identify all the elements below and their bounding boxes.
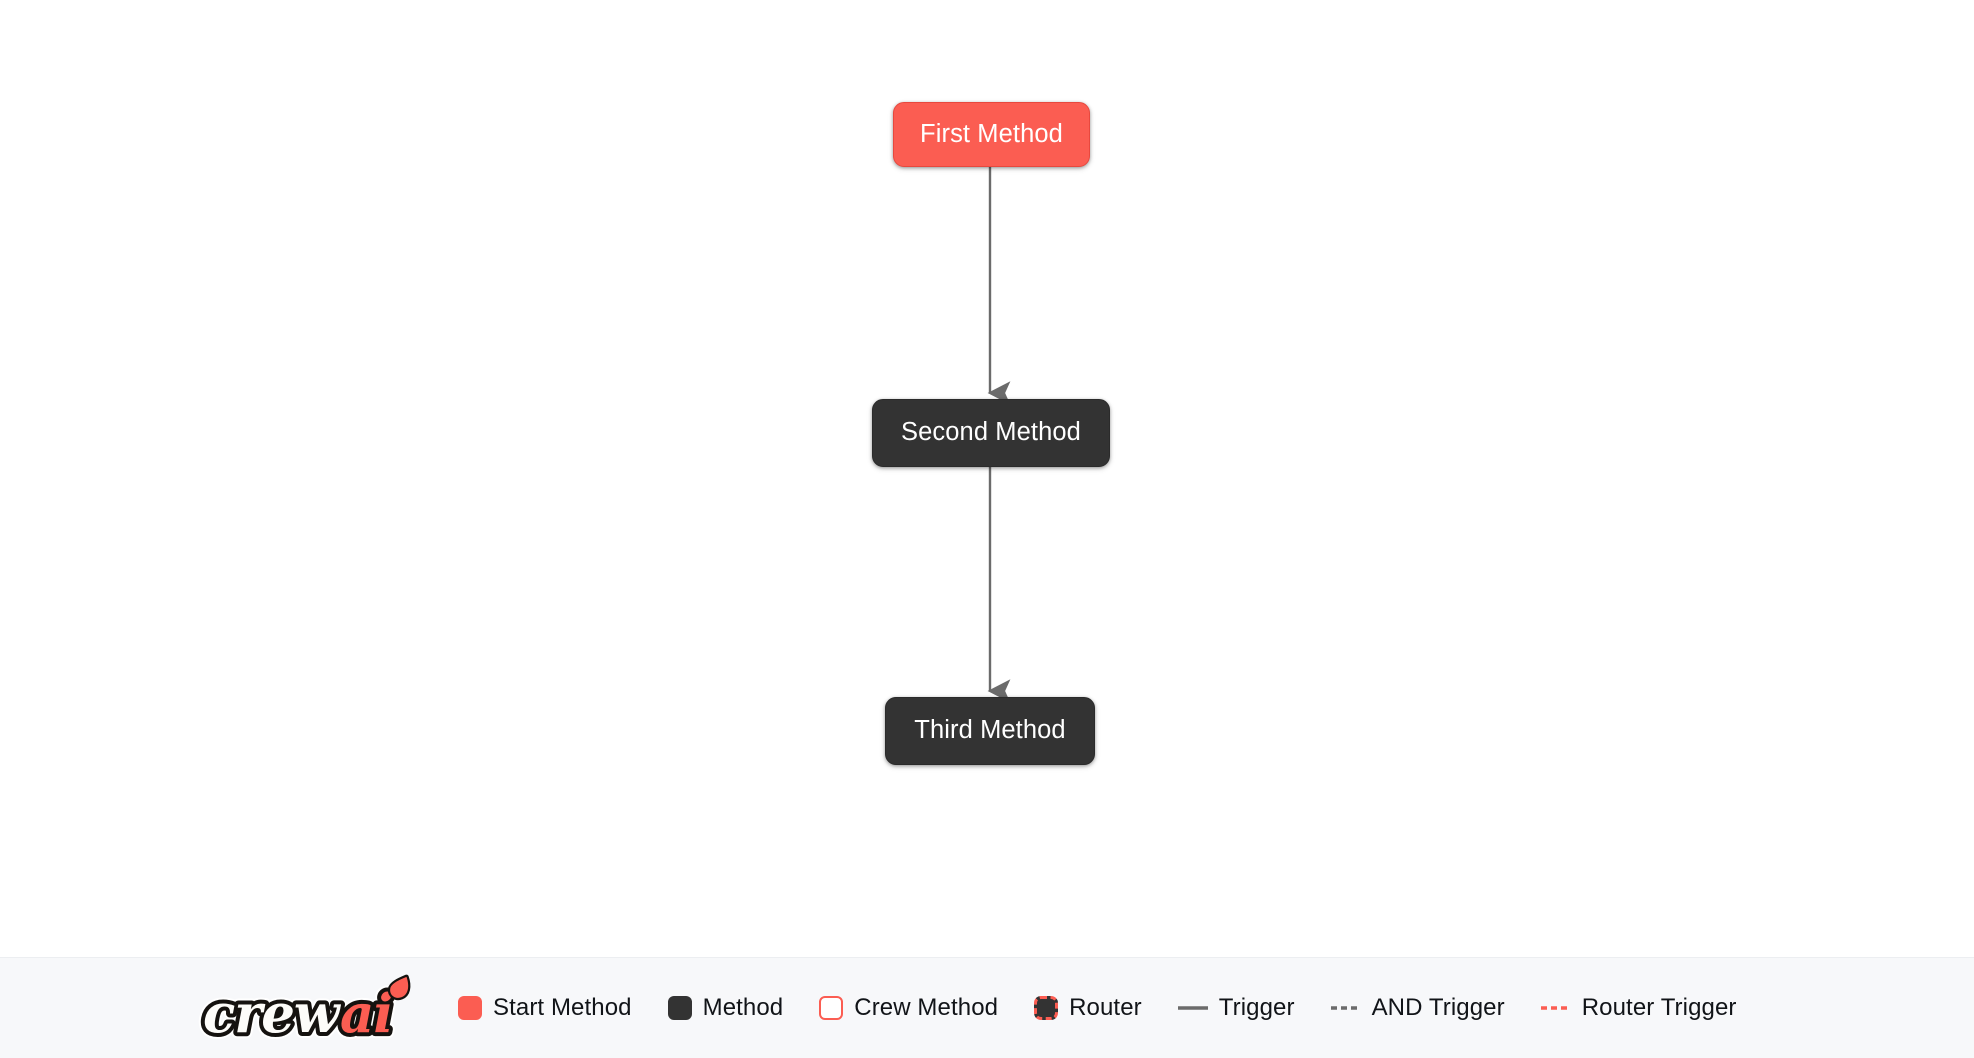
flow-node-third-method[interactable]: Third Method xyxy=(885,697,1095,765)
legend-label: Router xyxy=(1069,994,1142,1021)
legend-label: Router Trigger xyxy=(1581,994,1737,1021)
router-trigger-line-icon xyxy=(1540,1006,1571,1010)
router-swatch-icon xyxy=(1034,996,1059,1020)
svg-text:crew: crew xyxy=(203,983,342,1045)
method-swatch-icon xyxy=(667,996,692,1020)
legend-label: Start Method xyxy=(493,994,632,1021)
legend-label: AND Trigger xyxy=(1371,994,1505,1021)
legend-start-method: Start Method xyxy=(458,996,632,1020)
flow-node-label: Third Method xyxy=(914,716,1066,745)
legend-method: Method xyxy=(667,994,784,1021)
legend-items: Start Method Method Crew Method Router T… xyxy=(458,958,1737,1058)
trigger-line-icon xyxy=(1177,1006,1208,1010)
legend-label: Crew Method xyxy=(854,994,999,1021)
legend-bar: crew ai crew ai crew ai Start Method xyxy=(0,957,1974,1058)
svg-text:crew: crew xyxy=(203,983,342,1045)
flow-node-first-method[interactable]: First Method xyxy=(893,102,1090,167)
legend-trigger: Trigger xyxy=(1177,994,1295,1021)
flow-node-label: Second Method xyxy=(901,418,1081,447)
legend-crew-method: Crew Method xyxy=(819,996,998,1020)
svg-text:ai: ai xyxy=(340,983,392,1045)
flow-node-second-method[interactable]: Second Method xyxy=(872,399,1110,467)
legend-and-trigger: AND Trigger xyxy=(1330,994,1505,1021)
flow-canvas[interactable]: First Method Second Method Third Method xyxy=(0,0,1974,957)
legend-router: Router xyxy=(1034,996,1142,1020)
start-method-swatch-icon xyxy=(458,996,482,1020)
svg-text:crew: crew xyxy=(203,983,342,1045)
legend-router-trigger: Router Trigger xyxy=(1540,994,1737,1021)
flow-node-label: First Method xyxy=(920,119,1063,148)
crewai-logo-icon: crew ai crew ai crew ai xyxy=(198,974,411,1046)
and-trigger-line-icon xyxy=(1330,1006,1361,1010)
legend-label: Trigger xyxy=(1218,994,1295,1021)
svg-text:ai: ai xyxy=(340,983,392,1045)
crew-method-swatch-icon xyxy=(819,996,844,1020)
legend-label: Method xyxy=(702,994,784,1021)
